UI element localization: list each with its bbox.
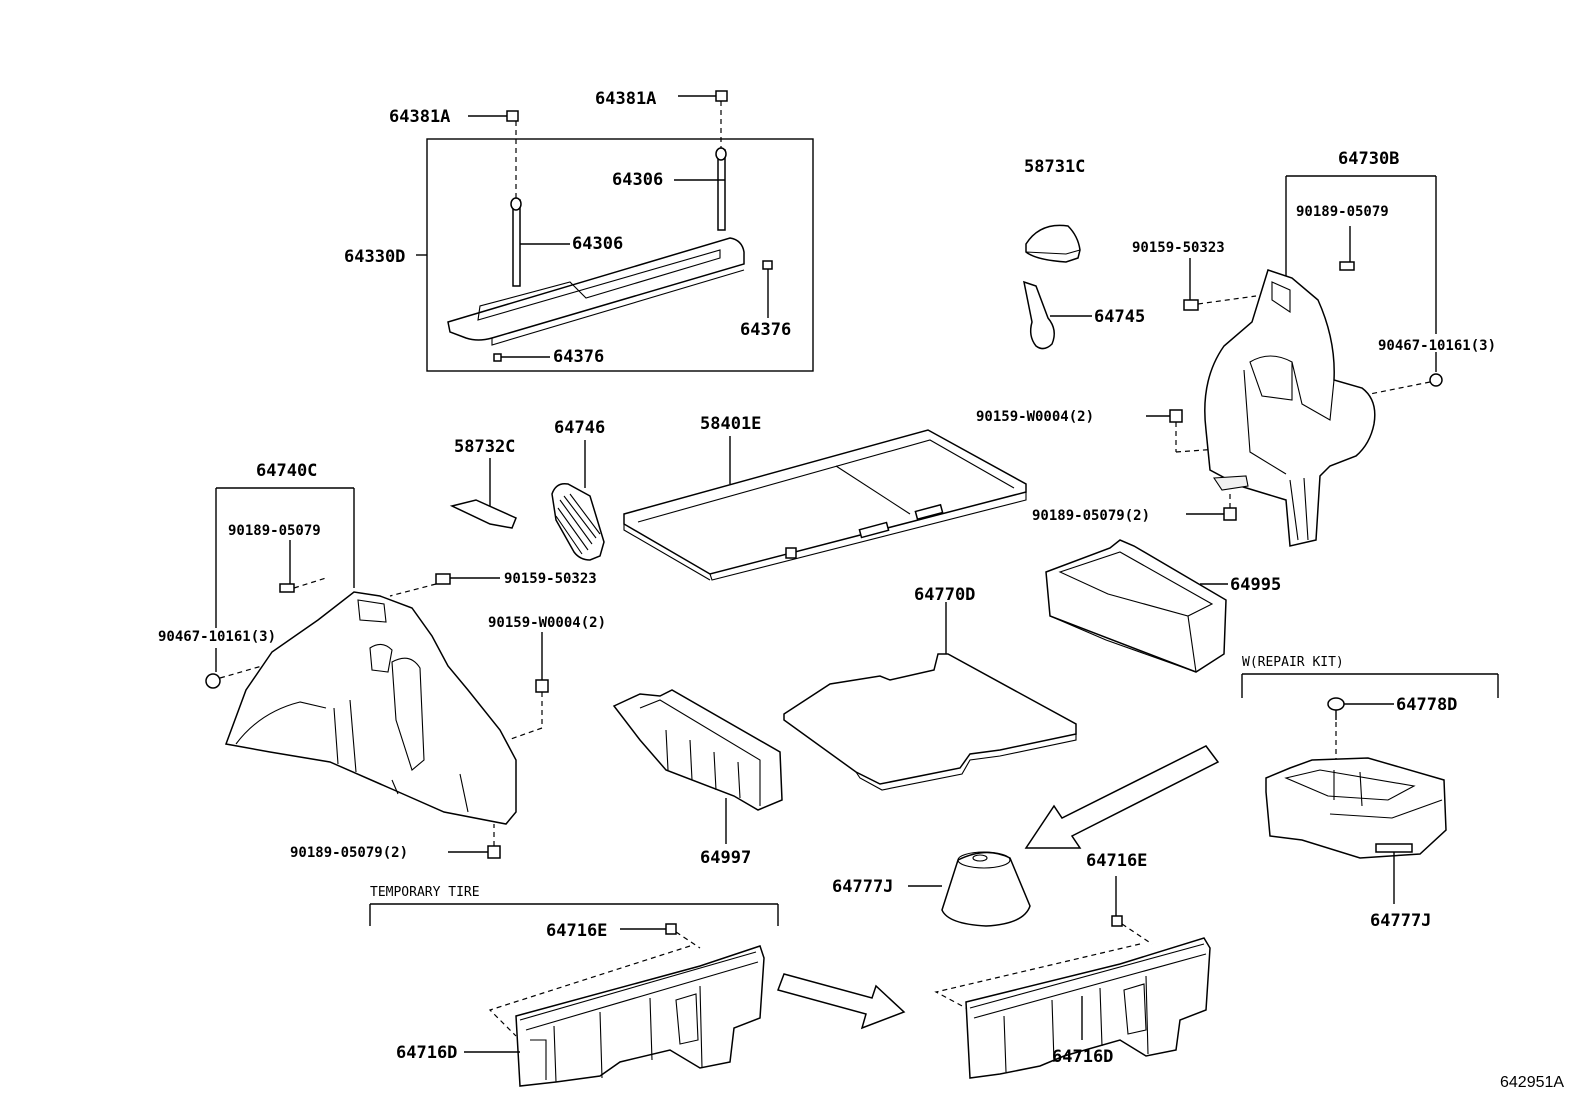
cone-group: 64777J [832,745,1220,927]
label-90159-w0004-left: 90159-W0004(2) [488,615,606,631]
right-quarter-trim-64730b [1204,269,1376,547]
label-64306-upper: 64306 [612,170,663,190]
label-90467-10161-right: 90467-10161(3) [1378,338,1496,354]
bolt-90159-50323-left [435,573,451,585]
label-64716d-right: 64716D [1052,1047,1113,1067]
label-58732c: 58732C [454,437,515,457]
label-64746: 64746 [554,418,605,438]
label-90189-05079-2-right: 90189-05079(2) [1032,508,1150,524]
side-tray-64997 [612,689,783,811]
caption-temporary-tire: TEMPORARY TIRE [370,885,480,900]
label-90189-05079-2-left: 90189-05079(2) [290,845,408,861]
clip-64716e-right [1111,915,1123,927]
side-tray-group: 64997 [612,689,783,868]
strap-64745 [1023,280,1055,350]
grille-64746 [551,482,605,561]
label-64730b: 64730B [1338,149,1399,169]
label-64770d: 64770D [914,585,975,605]
label-90159-w0004-right: 90159-W0004(2) [976,409,1094,425]
storage-box-64995 [1045,539,1227,673]
label-64716e-left: 64716E [546,921,607,941]
clip-64376-upper [762,260,773,270]
label-64778d: 64778D [1396,695,1457,715]
label-64997: 64997 [700,848,751,868]
label-64381a-right: 64381A [595,89,656,109]
clip-64381a-left [506,110,519,122]
arrow-right [777,973,906,1030]
label-64745: 64745 [1094,307,1145,327]
nut-90189-05079-left [487,845,501,859]
cover-58731c [1025,224,1081,263]
floor-mat-group: 64770D [783,585,1077,791]
deck-board-58401e [623,429,1027,575]
left-quarter-trim-64740c [224,591,517,825]
label-90159-50323-left: 90159-50323 [504,571,597,587]
label-64376-right: 64376 [740,320,791,340]
bolt-90189-05079-upper-right [1339,261,1355,271]
label-64381a-left: 64381A [389,107,450,127]
repair-kit-group: W(REPAIR KIT) 64778D 64777J [1241,655,1499,931]
repair-kit-holder-64777j [1265,757,1447,859]
label-64995: 64995 [1230,575,1281,595]
cover-58731c-group: 58731C 64745 [1023,157,1145,350]
temporary-tire-group: TEMPORARY TIRE 64716E 64716E 64716D 6471… [369,851,1211,1087]
rod-64306-left [512,199,521,287]
clip-64381a-right [715,90,728,102]
nut-90189-05079-right [1223,507,1237,521]
center-top-group: 58732C 64746 58401E [449,414,1027,581]
clip-64376-lower [493,353,502,362]
package-tray [447,237,745,341]
clip-90467-10161-right [1429,373,1443,387]
arrow-down-left [1024,745,1220,849]
caption-repair-kit: W(REPAIR KIT) [1242,655,1344,670]
trim-64716d-left [515,945,765,1087]
label-64716e-right: 64716E [1086,851,1147,871]
label-64716d-left: 64716D [396,1043,457,1063]
bolt-90189-05079-left [279,583,295,593]
clip-90467-10161-left [205,673,221,689]
label-64777j-left: 64777J [832,877,893,897]
right-trim-group: 64730B 90189-05079 90159-50323 90467-101… [976,149,1496,547]
plate-58732c [449,499,517,529]
label-58401e: 58401E [700,414,761,434]
label-90189-05079-left: 90189-05079 [228,523,321,539]
deck-handle [785,547,797,559]
label-64306-lower: 64306 [572,234,623,254]
rod-64306-right [717,149,726,231]
floor-mat-64770d [783,653,1077,785]
figure-id: 642951A [1500,1074,1564,1091]
label-64740c: 64740C [256,461,317,481]
trim-64716d-right [965,937,1211,1079]
cone-64777j [941,851,1031,927]
screw-90159-w0004-left [535,679,549,693]
left-trim-group: 64740C 90189-05079 90159-50323 90467-101… [158,461,606,861]
cap-64778d [1327,697,1345,711]
label-90189-05079-upper-right: 90189-05079 [1296,204,1389,220]
label-90159-50323-upper-right: 90159-50323 [1132,240,1225,256]
label-64376-bottom: 64376 [553,347,604,367]
label-64330d: 64330D [344,247,405,267]
label-90467-10161-left: 90467-10161(3) [158,629,276,645]
clip-64716e-left [665,923,677,935]
package-tray-group: 64381A 64381A 64306 64306 64330D 64376 6… [344,89,814,372]
storage-box-group: 64995 [1045,539,1281,673]
bolt-90159-50323-upper-right [1183,299,1199,311]
screw-90159-w0004-right [1169,409,1183,423]
label-58731c: 58731C [1024,157,1085,177]
label-64777j-right: 64777J [1370,911,1431,931]
